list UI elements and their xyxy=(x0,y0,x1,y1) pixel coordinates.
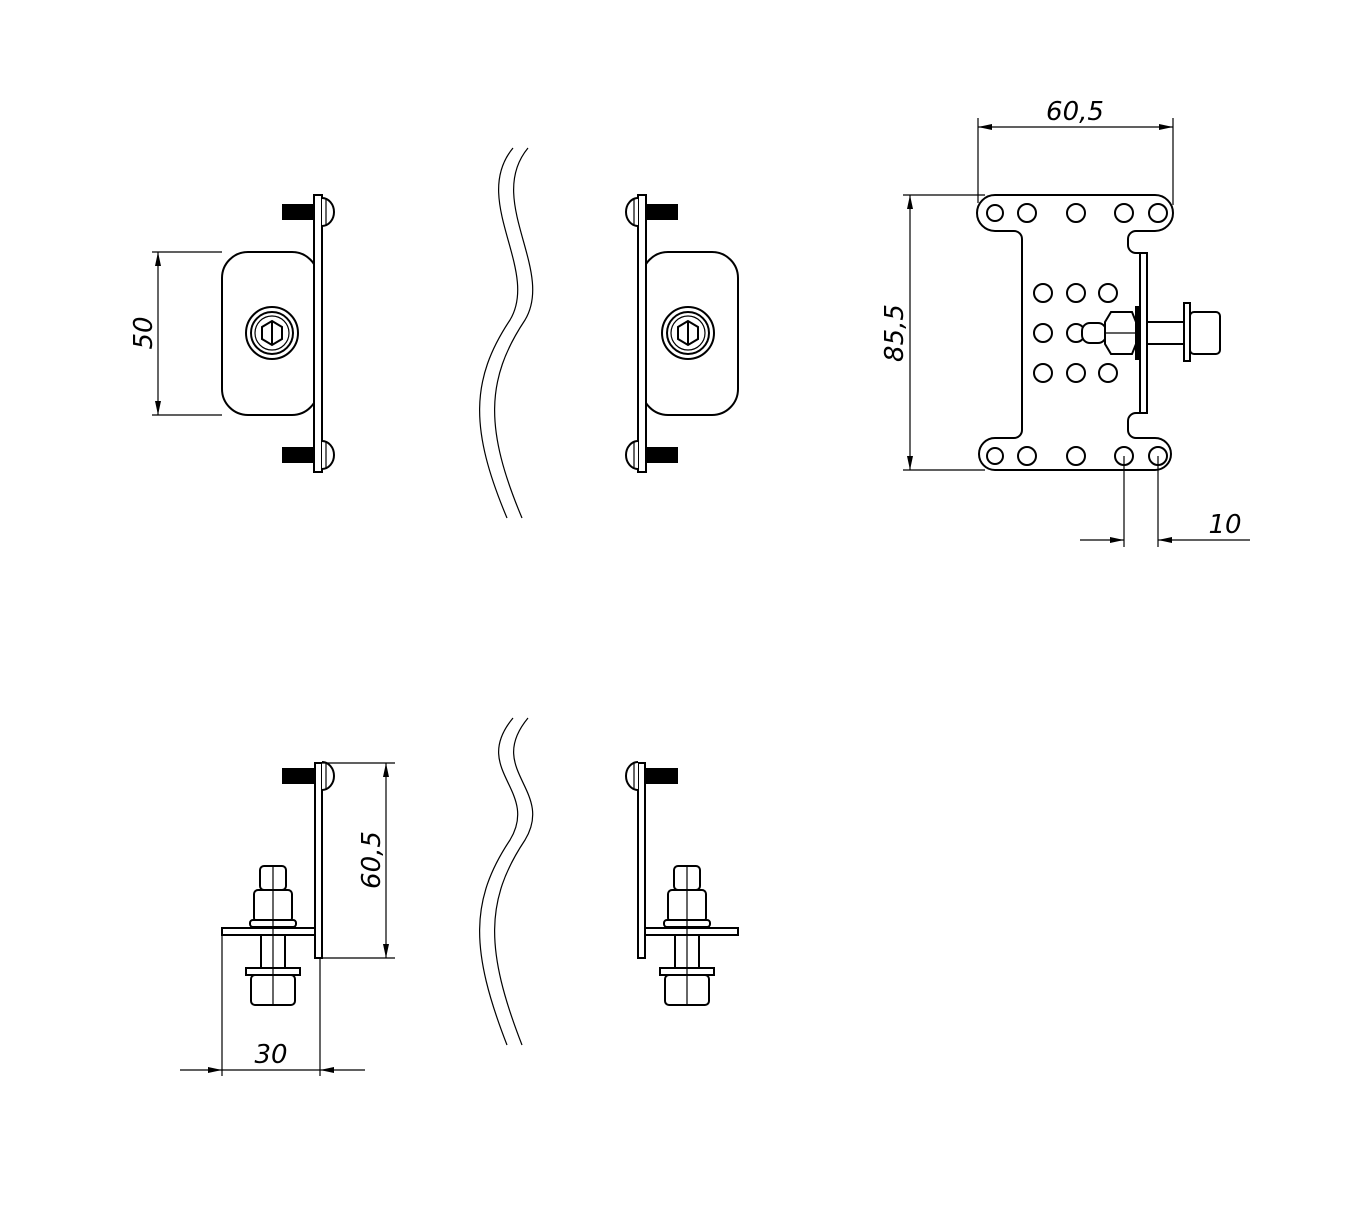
front-view-left xyxy=(222,195,334,472)
front-view-right xyxy=(626,195,738,472)
dimension-side-depth: 30 xyxy=(180,935,365,1076)
break-line-bottom xyxy=(479,717,534,1046)
dimension-label: 85,5 xyxy=(880,304,910,362)
plan-view xyxy=(976,194,1221,471)
dimension-plan-height: 85,5 xyxy=(880,194,985,471)
dimension-label: 60,5 xyxy=(357,831,387,889)
side-view-left xyxy=(222,762,334,1005)
break-line-top xyxy=(479,147,534,519)
dimension-label: 50 xyxy=(129,316,159,349)
side-view-right xyxy=(626,762,738,1005)
dimension-front-height: 50 xyxy=(129,251,222,416)
dimension-hole-pitch: 10 xyxy=(1080,456,1250,547)
dimension-plan-width: 60,5 xyxy=(977,97,1174,205)
dimension-side-height: 60,5 xyxy=(322,762,395,959)
dimension-label: 10 xyxy=(1208,510,1241,540)
dimension-label: 30 xyxy=(254,1040,287,1070)
dimension-label: 60,5 xyxy=(1046,97,1104,127)
